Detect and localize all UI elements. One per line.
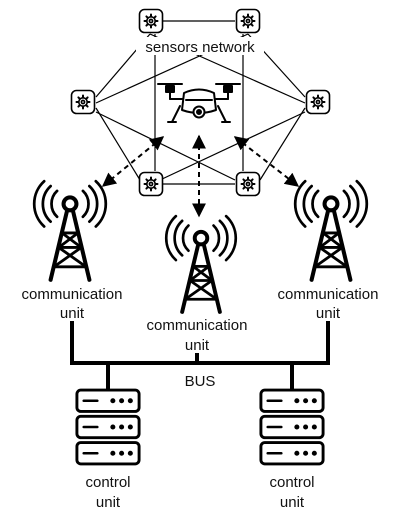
link-left [101, 136, 165, 187]
bus-lines [70, 321, 330, 390]
server-rack-icon [259, 388, 325, 466]
gear-icon [138, 8, 164, 34]
control-unit-right-label-line2: unit [280, 494, 305, 511]
sensor-mid-left [70, 89, 96, 115]
comm-unit-center-label-line2: unit [185, 337, 210, 354]
server-rack-icon [75, 388, 141, 466]
sensor-label-backdrop [136, 37, 264, 55]
comm-unit-right-label-line2: unit [316, 305, 341, 322]
sensor-mid-right [305, 89, 331, 115]
gear-icon [235, 8, 261, 34]
radio-tower-icon [295, 181, 367, 280]
comm-unit-left-label-line1: communication [22, 286, 123, 303]
sensor-bottom-left [138, 171, 164, 197]
bus-label: BUS [185, 373, 216, 390]
control-unit-right-label-line1: control [269, 474, 314, 491]
comm-unit-center-label-line1: communication [147, 317, 248, 334]
control-unit-left-label-line2: unit [96, 494, 121, 511]
comm-unit-right-label-line1: communication [278, 286, 379, 303]
control-unit-left-label-line1: control [85, 474, 130, 491]
sensor-top-right [235, 8, 261, 34]
gear-icon [235, 171, 261, 197]
radio-tower-icon [166, 216, 236, 312]
link-right [233, 136, 300, 187]
sensor-bottom-right [235, 171, 261, 197]
drone-icon [157, 83, 241, 123]
wireless-links [101, 134, 300, 218]
gear-icon [70, 89, 96, 115]
gear-icon [138, 171, 164, 197]
sensor-network-label: sensors network [145, 39, 255, 56]
comm-unit-left-label-line2: unit [60, 305, 85, 322]
gear-icon [305, 89, 331, 115]
sensor-top-left [138, 8, 164, 34]
radio-tower-icon [34, 181, 106, 280]
